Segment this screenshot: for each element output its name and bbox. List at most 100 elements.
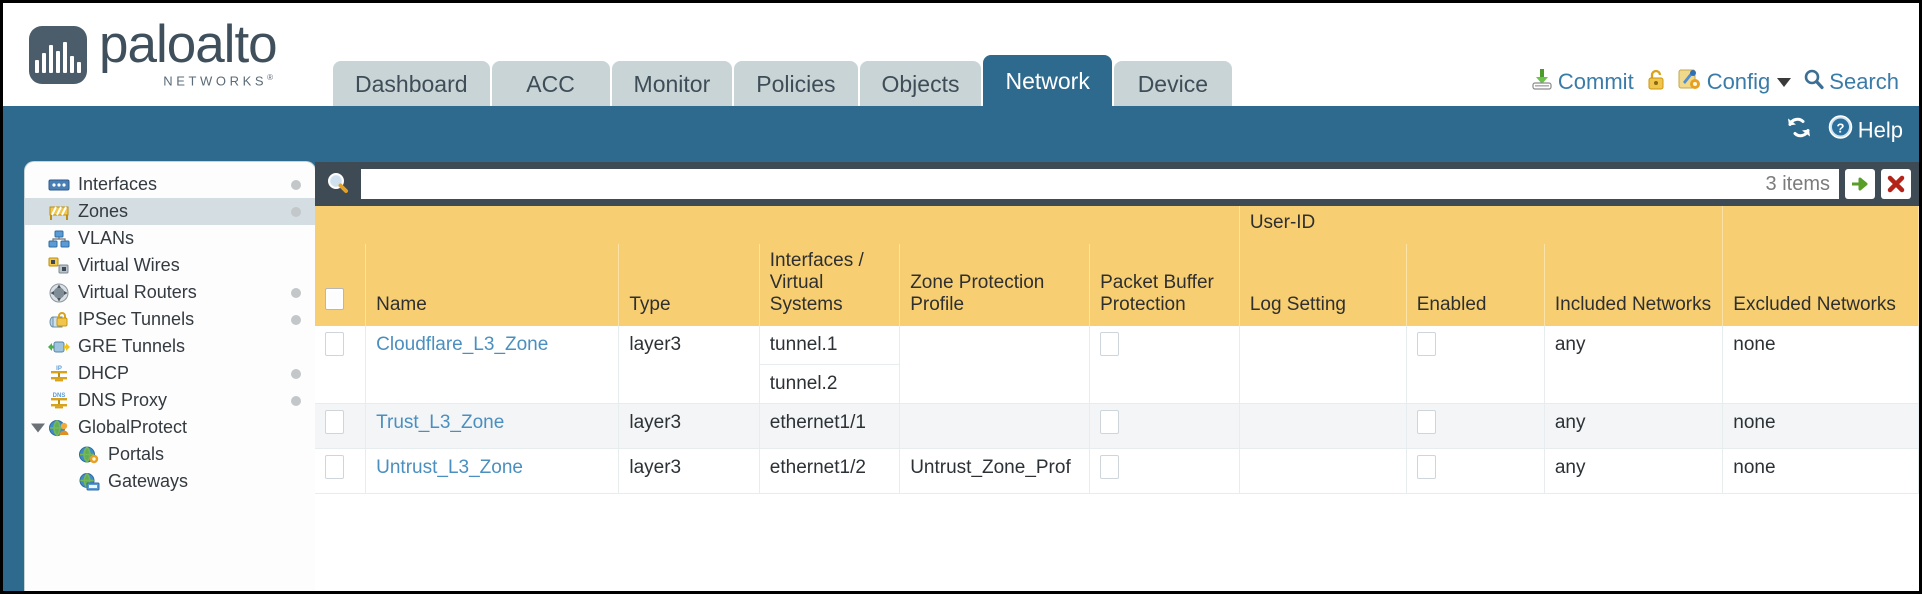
search-icon	[1803, 69, 1824, 96]
zones-table-wrap: User-ID Name Type Interfaces / Virtual S…	[315, 206, 1919, 591]
select-all-header	[315, 244, 367, 326]
row-checkbox[interactable]	[325, 332, 344, 356]
help-button[interactable]: ? Help	[1828, 115, 1903, 146]
sidebar-item-label: Zones	[78, 201, 129, 221]
column-type[interactable]: Type	[618, 244, 760, 326]
packet-buffer-protection-checkbox[interactable]	[1100, 455, 1120, 479]
sidebar-item-dns-proxy[interactable]: DNS DNS Proxy	[25, 387, 315, 414]
sidebar-item-label: Interfaces	[78, 174, 158, 194]
userid-enabled-checkbox[interactable]	[1416, 410, 1436, 434]
filter-toolbar: 3 items	[315, 162, 1919, 206]
brand-name: paloalto	[99, 15, 278, 75]
cell-userid-enabled	[1406, 448, 1545, 494]
column-included-networks[interactable]: Included Networks	[1544, 244, 1724, 326]
config-wrench-icon	[1678, 68, 1702, 96]
table-row[interactable]: Untrust_L3_Zone layer3 ethernet1/2 Untru…	[315, 448, 1919, 494]
cell-interface: tunnel.1	[759, 326, 901, 365]
sidebar-item-zones[interactable]: Zones	[25, 198, 315, 225]
gre-tunnels-icon	[47, 337, 71, 356]
ipsec-tunnels-icon	[47, 310, 71, 329]
sidebar-item-gre-tunnels[interactable]: GRE Tunnels	[25, 333, 315, 360]
column-name[interactable]: Name	[365, 244, 620, 326]
svg-text:IP: IP	[56, 366, 62, 372]
tab-dashboard[interactable]: Dashboard	[333, 61, 490, 106]
table-group-header-row: User-ID	[315, 206, 1919, 244]
sidebar-item-interfaces[interactable]: Interfaces	[25, 171, 315, 198]
search-button[interactable]: Search	[1803, 69, 1899, 96]
svg-text:DNS: DNS	[53, 393, 66, 399]
select-all-checkbox[interactable]	[325, 288, 344, 310]
cell-userid-enabled	[1406, 326, 1545, 404]
search-input[interactable]: 3 items	[361, 169, 1839, 199]
lock-button[interactable]	[1646, 68, 1666, 96]
items-count: 3 items	[1765, 172, 1830, 195]
green-arrow-icon	[1849, 173, 1871, 195]
cell-name: Cloudflare_L3_Zone	[365, 326, 620, 404]
zone-link[interactable]: Cloudflare_L3_Zone	[376, 334, 549, 355]
sidebar-item-portals[interactable]: Portals	[25, 441, 315, 468]
sidebar-item-label: VLANs	[78, 228, 135, 248]
column-packet-buffer-protection[interactable]: Packet Buffer Protection	[1089, 244, 1240, 326]
commit-save-icon	[1531, 68, 1553, 96]
userid-enabled-checkbox[interactable]	[1416, 332, 1436, 356]
tab-monitor[interactable]: Monitor	[611, 61, 733, 106]
tab-acc[interactable]: ACC	[491, 61, 610, 106]
packet-buffer-protection-checkbox[interactable]	[1100, 410, 1120, 434]
column-interfaces[interactable]: Interfaces / Virtual Systems	[759, 244, 901, 326]
search-icon	[325, 171, 351, 197]
sidebar-item-dot	[291, 395, 301, 406]
userid-enabled-checkbox[interactable]	[1416, 455, 1436, 479]
apply-filter-button[interactable]	[1845, 169, 1875, 199]
tab-policies[interactable]: Policies	[734, 61, 858, 106]
table-row[interactable]: Cloudflare_L3_Zone layer3 tunnel.1 any n…	[315, 326, 1919, 404]
chevron-down-icon[interactable]	[31, 423, 45, 432]
sidebar-item-vlans[interactable]: VLANs	[25, 225, 315, 252]
cell-included-networks: any	[1544, 448, 1724, 494]
sidebar-item-dot	[291, 314, 301, 325]
row-checkbox[interactable]	[325, 455, 344, 479]
clear-filter-button[interactable]	[1881, 169, 1911, 199]
top-bar: paloalto NETWORKS® Dashboard ACC Monitor…	[3, 3, 1919, 106]
config-menu[interactable]: Config	[1678, 68, 1792, 96]
row-checkbox[interactable]	[325, 410, 344, 434]
cell-type: layer3	[618, 403, 760, 449]
cell-excluded-networks: none	[1722, 448, 1919, 494]
column-userid-enabled[interactable]: Enabled	[1406, 244, 1545, 326]
cell-zone-protection-profile: Untrust_Zone_Prof	[899, 448, 1091, 494]
sidebar-item-virtual-routers[interactable]: Virtual Routers	[25, 279, 315, 306]
sidebar-item-virtual-wires[interactable]: Virtual Wires	[25, 252, 315, 279]
group-header-userid: User-ID	[1239, 206, 1724, 244]
zone-link[interactable]: Trust_L3_Zone	[376, 412, 505, 433]
cell-included-networks: any	[1544, 326, 1724, 404]
svg-text:?: ?	[1836, 121, 1844, 136]
tab-device[interactable]: Device	[1113, 61, 1232, 106]
packet-buffer-protection-checkbox[interactable]	[1100, 332, 1120, 356]
cell-log-setting	[1239, 326, 1407, 404]
sidebar-item-gateways[interactable]: Gateways	[25, 468, 315, 495]
cell-type: layer3	[618, 448, 760, 494]
column-zone-protection-profile[interactable]: Zone Protection Profile	[899, 244, 1091, 326]
table-row[interactable]: Trust_L3_Zone layer3 ethernet1/1 any non…	[315, 403, 1919, 449]
zone-link[interactable]: Untrust_L3_Zone	[376, 457, 523, 478]
refresh-icon[interactable]	[1786, 115, 1812, 145]
brand-logo: paloalto NETWORKS®	[3, 3, 278, 106]
red-x-icon	[1885, 173, 1907, 195]
column-log-setting[interactable]: Log Setting	[1239, 244, 1407, 326]
tab-objects[interactable]: Objects	[859, 61, 982, 106]
sidebar-item-label: Portals	[108, 444, 165, 464]
sidebar-item-label: Gateways	[108, 471, 189, 491]
cell-name: Trust_L3_Zone	[365, 403, 620, 449]
sidebar-item-globalprotect[interactable]: GlobalProtect	[25, 414, 315, 441]
column-excluded-networks[interactable]: Excluded Networks	[1722, 244, 1919, 326]
sidebar-item-label: IPSec Tunnels	[78, 309, 195, 329]
cell-zone-protection-profile	[899, 326, 1091, 404]
commit-button[interactable]: Commit	[1531, 68, 1634, 96]
cell-name: Untrust_L3_Zone	[365, 448, 620, 494]
main-nav-tabs: Dashboard ACC Monitor Policies Objects N…	[333, 55, 1232, 106]
cell-packet-buffer-protection	[1089, 403, 1240, 449]
tab-network[interactable]: Network	[983, 55, 1112, 106]
sidebar-item-ipsec-tunnels[interactable]: IPSec Tunnels	[25, 306, 315, 333]
cell-excluded-networks: none	[1722, 403, 1919, 449]
sidebar-item-dhcp[interactable]: IP DHCP	[25, 360, 315, 387]
